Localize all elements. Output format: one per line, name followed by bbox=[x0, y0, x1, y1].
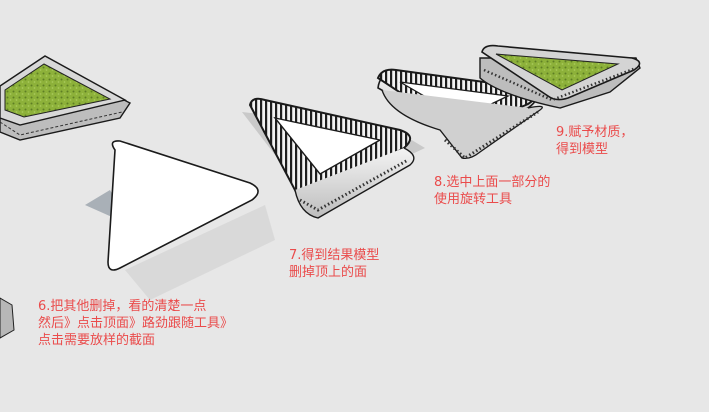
planter-final-left bbox=[0, 55, 132, 141]
section-profile[interactable] bbox=[0, 297, 15, 339]
annotation-step6-line1: 6.把其他删掉，看的清楚一点 bbox=[38, 299, 207, 314]
annotation-step7-line2: 删掉顶上的面 bbox=[289, 265, 368, 280]
annotation-step9: 9.赋予材质， 得到模型 bbox=[556, 124, 633, 158]
triangle-cast-shadow bbox=[125, 205, 275, 300]
planter-final-right[interactable] bbox=[479, 44, 641, 109]
annotation-step6: 6.把其他删掉，看的清楚一点 然后》点击顶面》路劲跟随工具》 点击需要放样的截面 bbox=[38, 298, 233, 349]
annotation-step6-line3: 点击需要放样的截面 bbox=[38, 333, 156, 348]
planter-ring-step7[interactable] bbox=[242, 97, 425, 219]
annotation-step8-line2: 使用旋转工具 bbox=[434, 192, 513, 207]
annotation-step8-line1: 8.选中上面一部分的 bbox=[434, 175, 551, 190]
annotation-step9-line1: 9.赋予材质， bbox=[556, 125, 634, 140]
annotation-step8: 8.选中上面一部分的 使用旋转工具 bbox=[434, 174, 550, 208]
annotation-step7: 7.得到结果模型 删掉顶上的面 bbox=[289, 247, 379, 281]
annotation-step6-line2: 然后》点击顶面》路劲跟随工具》 bbox=[38, 316, 234, 331]
profile-triangle-face[interactable] bbox=[107, 140, 259, 271]
planter-ring-step8[interactable] bbox=[376, 68, 543, 160]
annotation-step7-line1: 7.得到结果模型 bbox=[289, 248, 380, 263]
annotation-step9-line2: 得到模型 bbox=[556, 142, 609, 157]
